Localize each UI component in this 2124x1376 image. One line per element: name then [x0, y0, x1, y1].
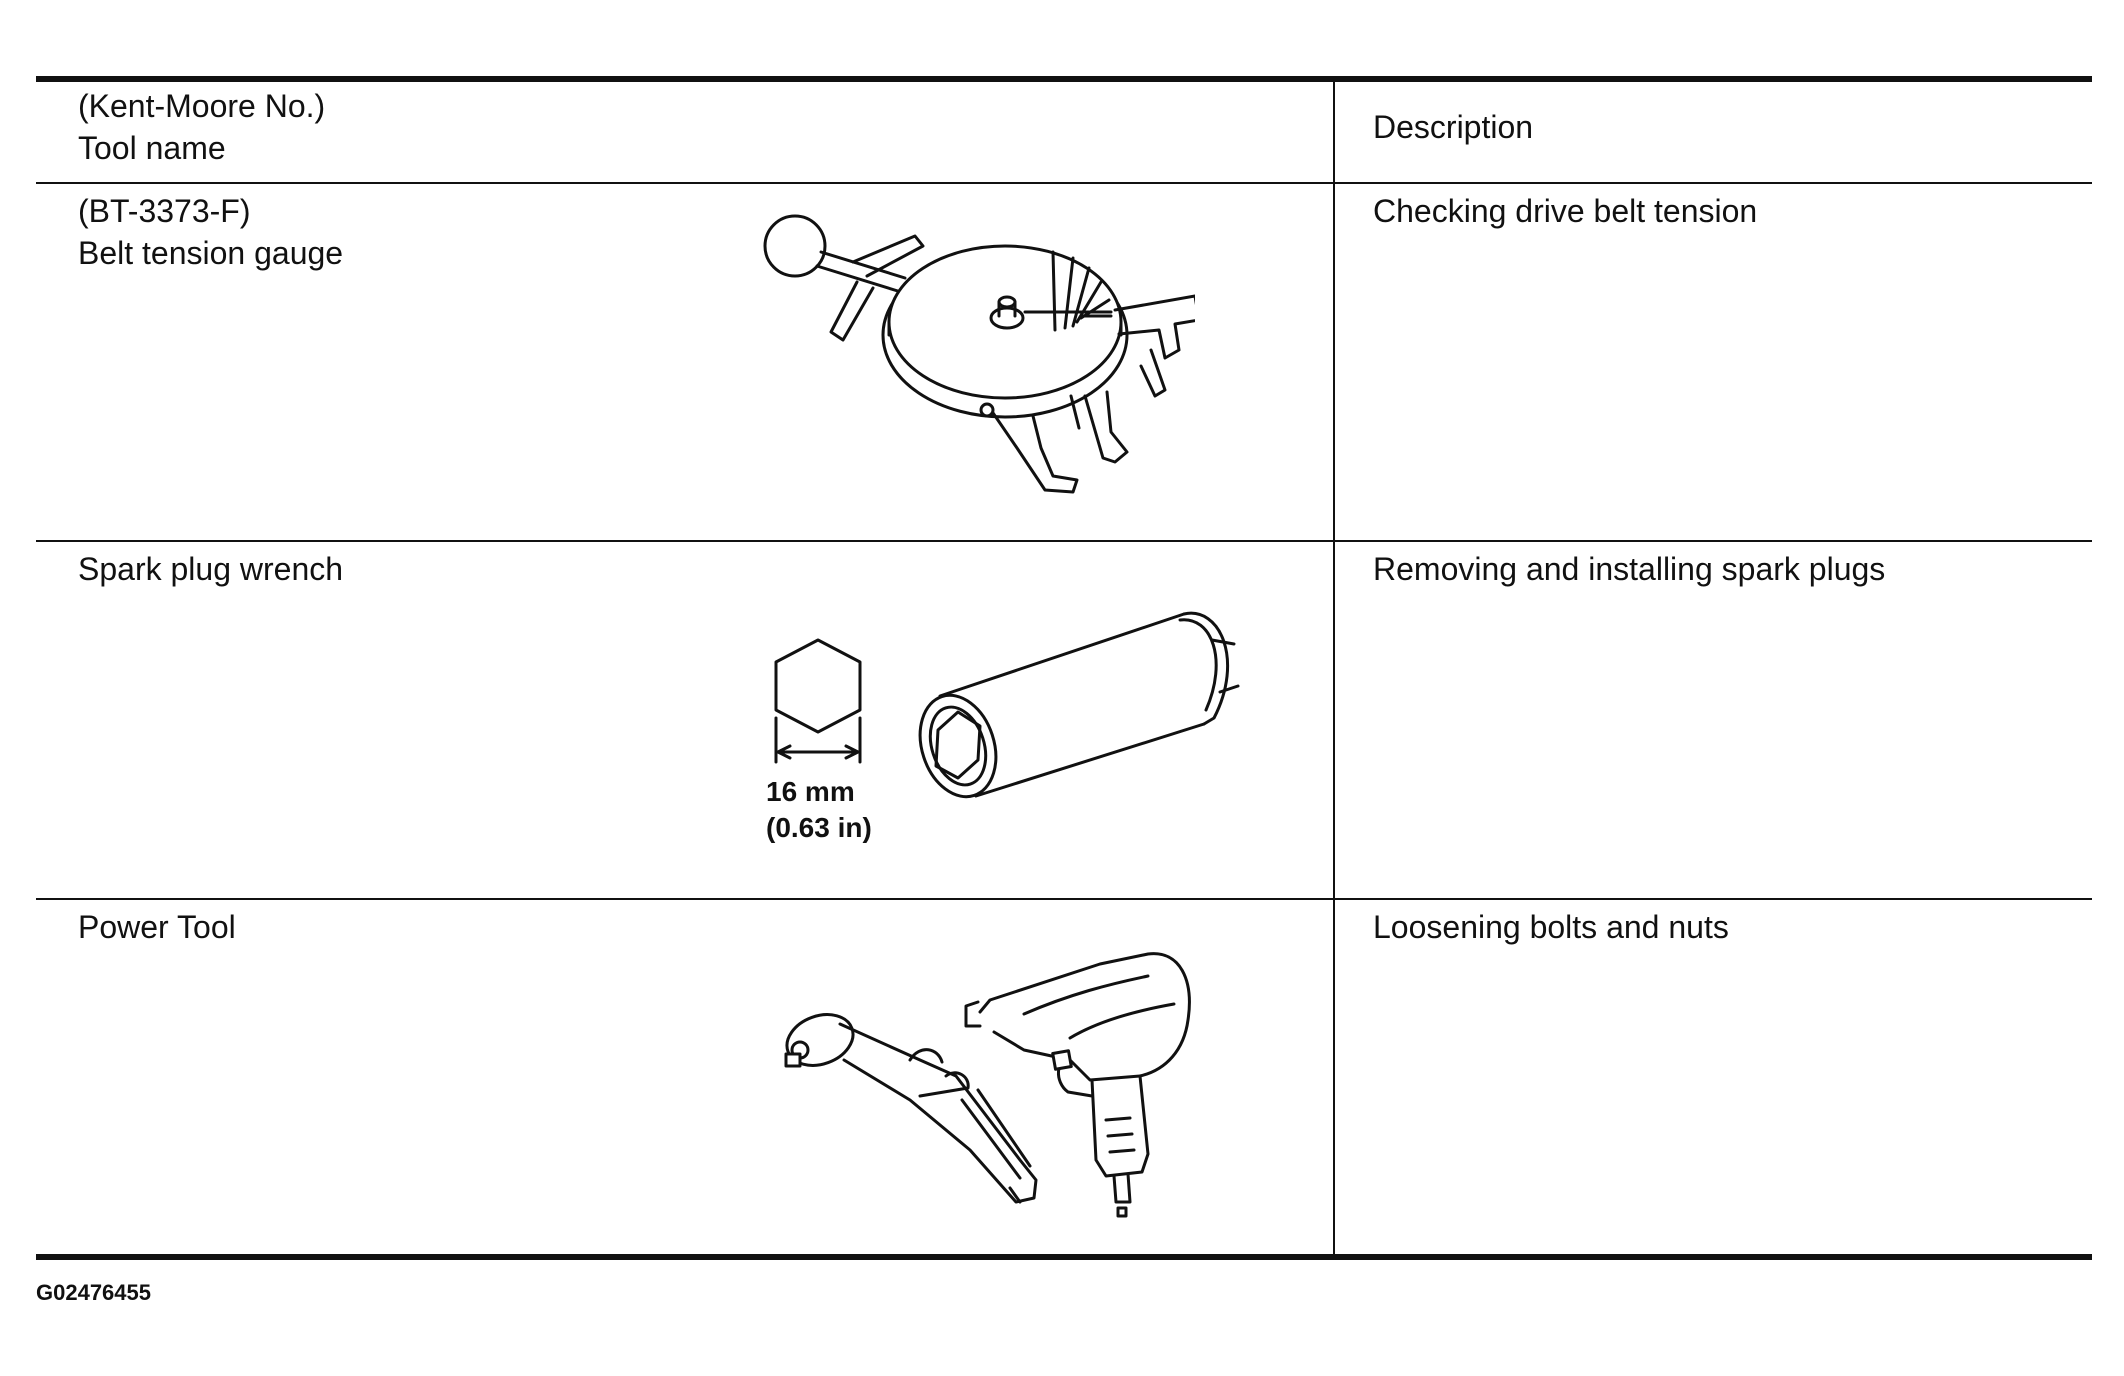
row2-description: Removing and installing spark plugs — [1373, 551, 1886, 587]
row2-dimension-in: (0.63 in) — [766, 812, 872, 843]
header-kent-moore-no: (Kent-Moore No.) — [78, 88, 326, 124]
row3-description: Loosening bolts and nuts — [1373, 909, 1729, 945]
table-top-rule — [36, 76, 2092, 82]
row3-tool-name: Power Tool — [78, 909, 236, 945]
table-bottom-rule — [36, 1254, 2092, 1260]
row-divider-2 — [36, 898, 2092, 900]
air-ratchet-and-impact-wrench-icon — [784, 952, 1191, 1218]
belt-tension-gauge-icon — [763, 214, 1195, 494]
row1-description: Checking drive belt tension — [1373, 193, 1758, 229]
column-divider — [1333, 80, 1335, 1258]
row-divider-1 — [36, 540, 2092, 542]
figure-code: G02476455 — [36, 1280, 151, 1305]
header-description: Description — [1373, 109, 1534, 145]
header-tool-name: Tool name — [78, 130, 226, 166]
row2-tool-name: Spark plug wrench — [78, 551, 344, 587]
row1-tool-name: Belt tension gauge — [78, 235, 344, 271]
row1-tool-number: (BT-3373-F) — [78, 193, 251, 229]
row2-dimension-mm: 16 mm — [766, 776, 855, 807]
header-bottom-rule — [36, 182, 2092, 184]
spark-plug-socket-icon — [774, 611, 1240, 799]
